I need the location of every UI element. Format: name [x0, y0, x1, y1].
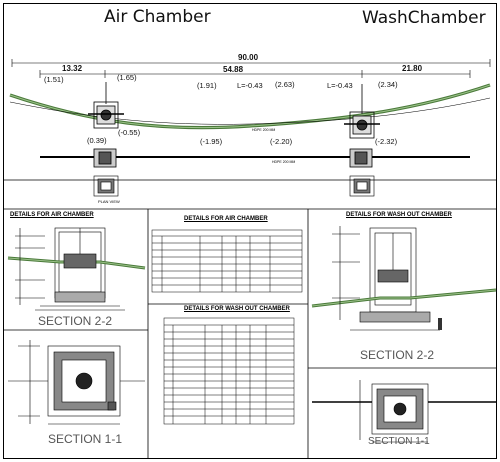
ground-line [9, 97, 491, 125]
wash-chamber-section-2-2-drawing [311, 226, 497, 331]
level-label: (2.34) [378, 80, 398, 89]
sheet-frame [3, 3, 497, 459]
plan-chamber-left [93, 148, 117, 168]
section-2-2-right: SECTION 2-2 [360, 348, 435, 362]
dimension-left-span: 13.32 [62, 64, 83, 73]
level-label: (1.65) [117, 73, 137, 82]
plan-view-right [349, 175, 375, 197]
level-label: L=-0.43 [237, 81, 263, 90]
dimension-overall: 90.00 [238, 53, 259, 62]
air-chamber-profile-symbol [88, 82, 124, 129]
details-air-table-heading: DETAILS FOR AIR CHAMBER [184, 216, 268, 222]
dimension-middle-span: 54.88 [223, 65, 244, 74]
level-label: L=-0.43 [327, 81, 353, 90]
air-chamber-section-2-2-drawing [7, 227, 146, 311]
level-label: (-0.55) [118, 128, 141, 137]
level-label: (2.63) [275, 80, 295, 89]
pipe-label-lower: HDPE 200 MM [272, 160, 296, 164]
details-wash-right-heading: DETAILS FOR WASH OUT CHAMBER [346, 212, 452, 218]
plan-view-left [93, 175, 119, 197]
section-2-2-left: SECTION 2-2 [38, 314, 113, 328]
level-label: (-2.20) [270, 137, 293, 146]
level-label: (-2.32) [375, 137, 398, 146]
plan-view-label: PLAN VIEW [98, 199, 120, 204]
air-chamber-section-1-1-drawing [8, 340, 145, 425]
pipe-profile-highlight [9, 84, 491, 129]
section-1-1-left: SECTION 1-1 [48, 432, 123, 446]
section-1-1-right: SECTION 1-1 [368, 436, 430, 447]
details-air-left-heading: DETAILS FOR AIR CHAMBER [10, 212, 94, 218]
wash-chamber-section-1-1-drawing [312, 380, 496, 443]
level-label: (1.51) [44, 75, 64, 84]
air-chamber-title: Air Chamber [104, 7, 211, 27]
level-label: (-1.95) [200, 137, 223, 146]
pipe-label-upper: HDPE 200 MM [252, 128, 276, 132]
wash-chamber-profile-symbol [344, 84, 380, 139]
profile-dimension-lines [11, 59, 491, 78]
wash-chamber-table [163, 317, 295, 425]
pipe-profile-main [9, 83, 491, 130]
dimension-right-span: 21.80 [402, 64, 423, 73]
details-wash-table-heading: DETAILS FOR WASH OUT CHAMBER [184, 306, 290, 312]
plan-chamber-right [349, 148, 373, 168]
level-label: (1.91) [197, 81, 217, 90]
wash-chamber-title: WashChamber [362, 8, 486, 28]
level-label: (0.39) [87, 136, 107, 145]
air-chamber-table [151, 229, 303, 293]
